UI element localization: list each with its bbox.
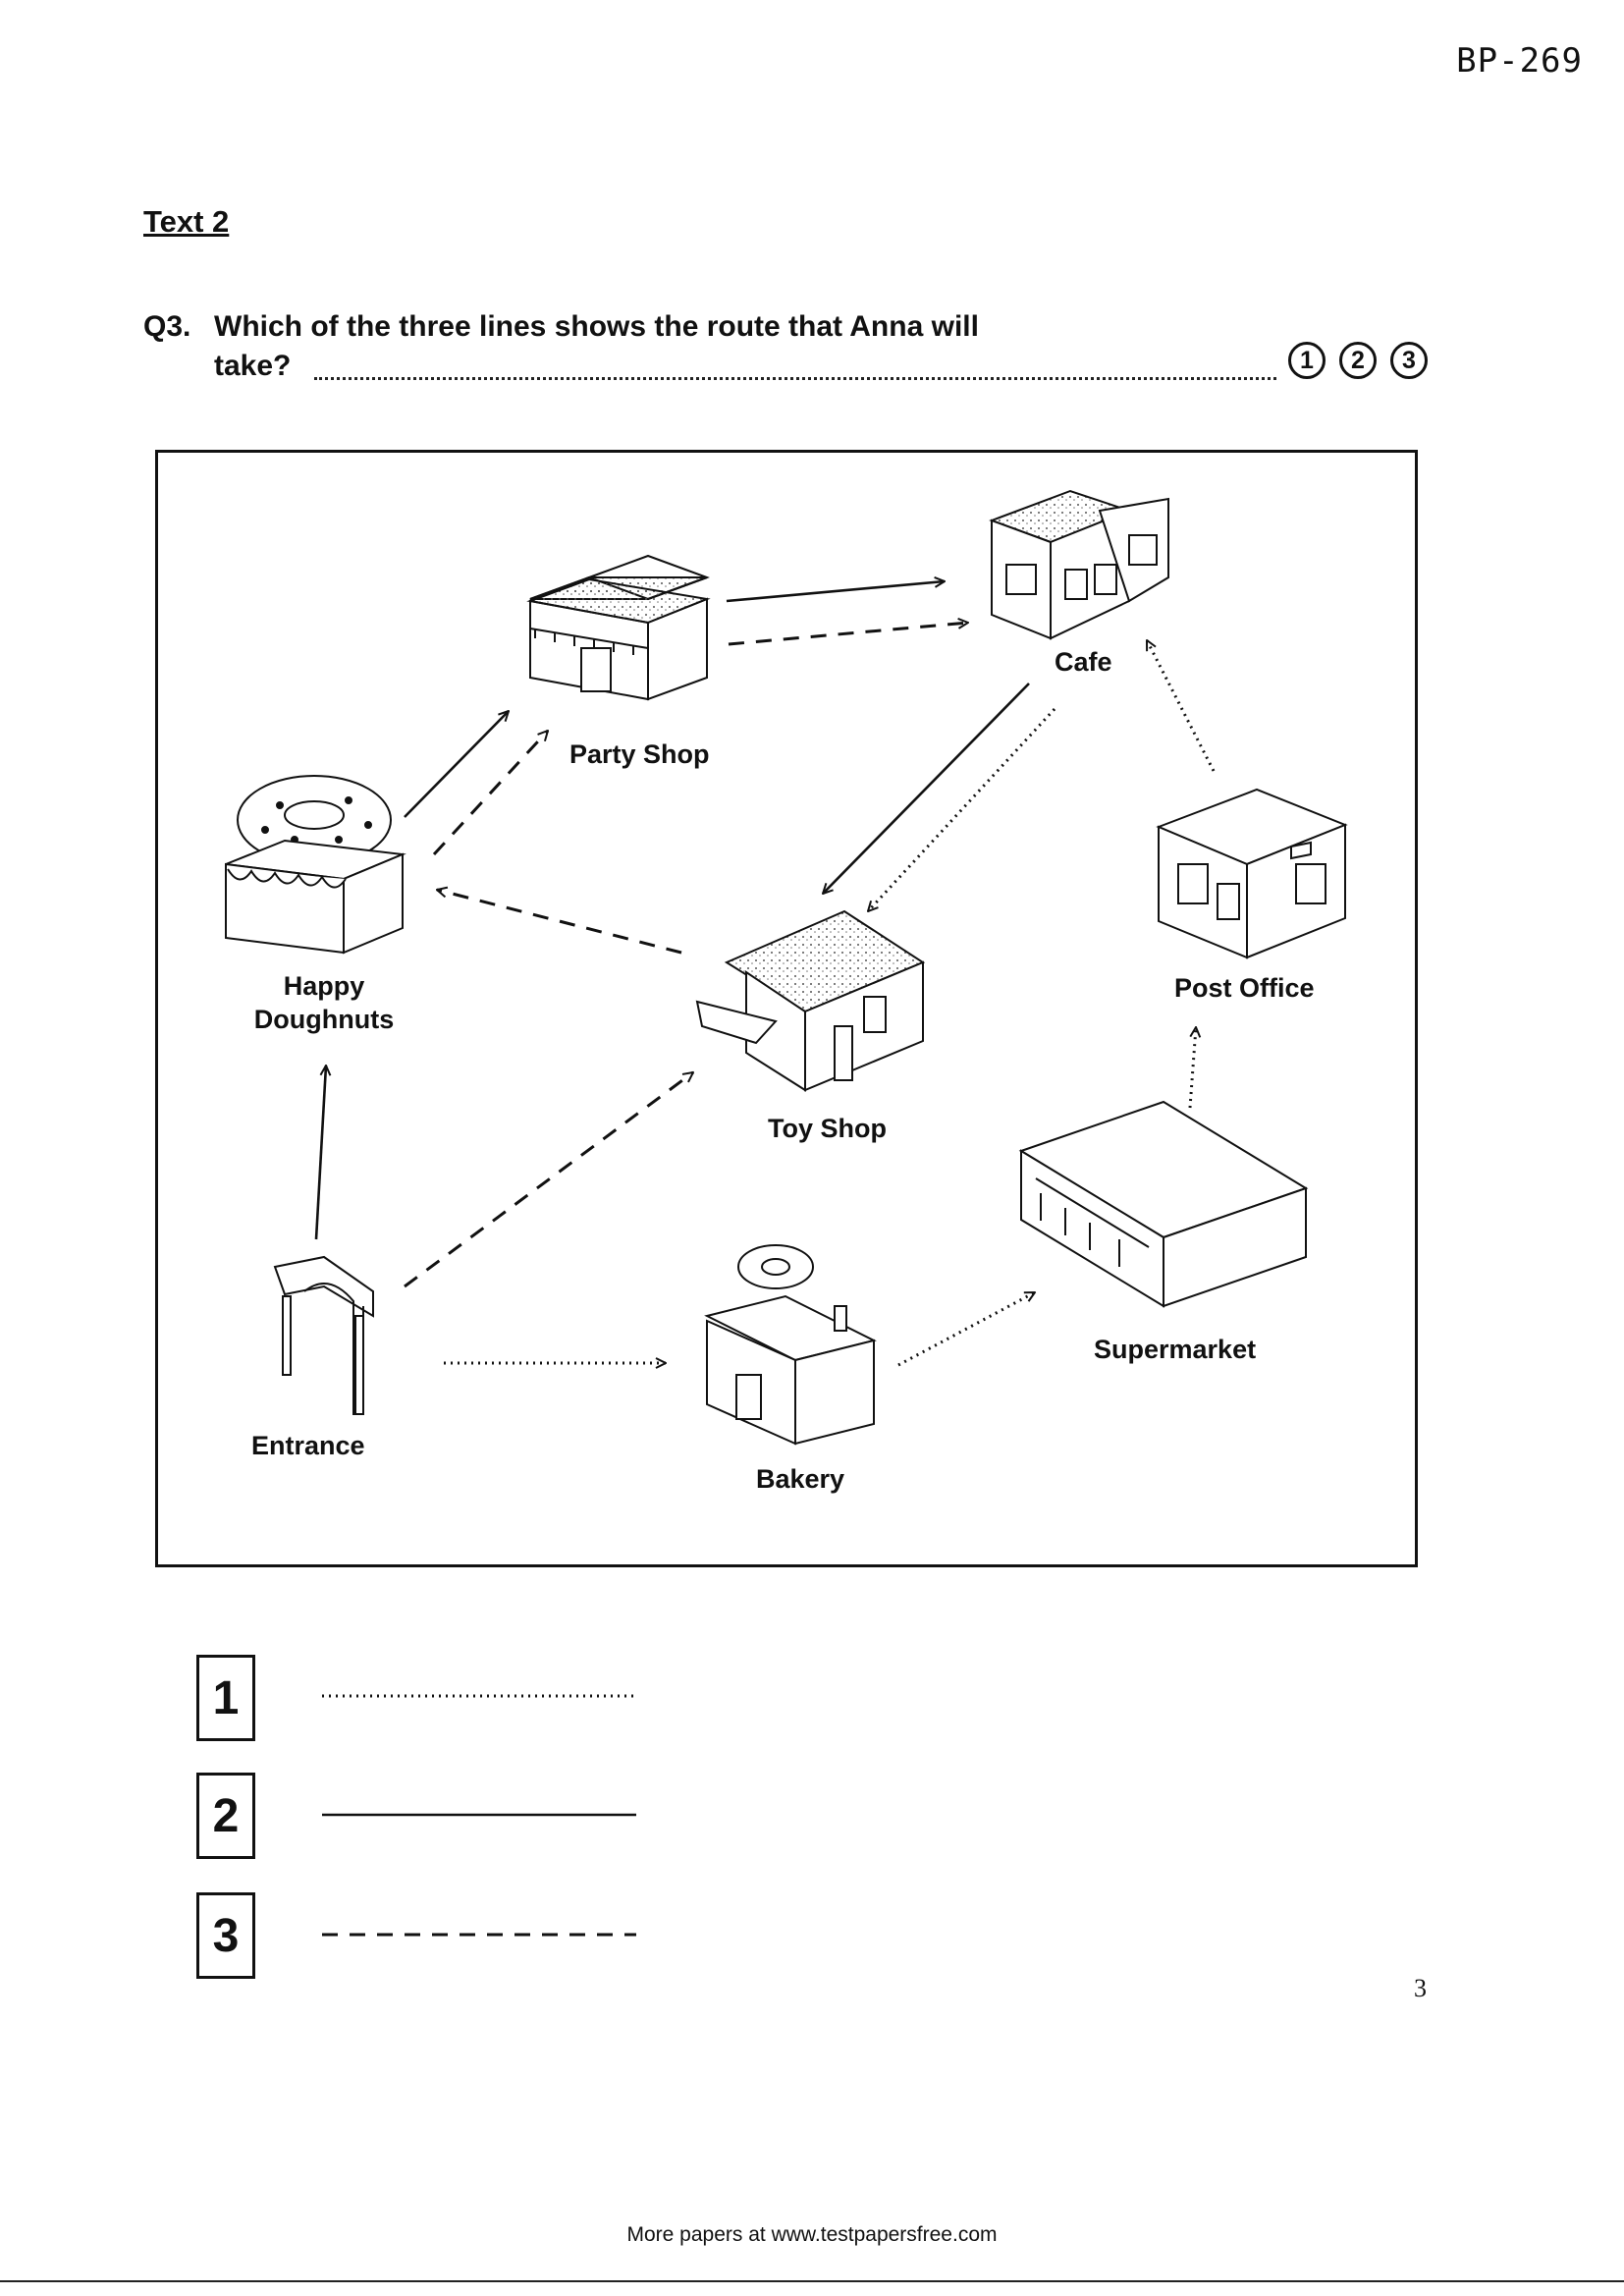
question-number: Q3. (143, 310, 191, 343)
answer-leader-dots (314, 377, 1276, 380)
route-map-frame (155, 450, 1418, 1567)
legend-key-3: 3 (196, 1892, 255, 1979)
label-toy-shop: Toy Shop (768, 1114, 887, 1143)
route-2-dotted-line (444, 640, 1216, 1365)
post-office-building-icon (1156, 788, 1348, 959)
entrance-arch-icon (273, 1255, 374, 1415)
toy-shop-building-icon (695, 909, 926, 1092)
label-party-shop: Party Shop (569, 739, 710, 769)
question-text-line2: take? (214, 350, 292, 382)
page-number: 3 (1414, 1974, 1427, 2002)
happy-doughnuts-building-icon (225, 775, 406, 955)
choice-2-option[interactable]: 2 (1339, 342, 1377, 379)
answer-choices: 1 2 3 (1288, 342, 1428, 379)
question-text-line1: Which of the three lines shows the route… (214, 310, 979, 343)
section-title: Text 2 (143, 204, 230, 239)
supermarket-building-icon (1018, 1100, 1309, 1308)
label-entrance: Entrance (251, 1431, 365, 1460)
label-happy-doughnuts-line1: Happy (283, 971, 365, 1001)
legend-key-2: 2 (196, 1773, 255, 1859)
bottom-rule (0, 2280, 1624, 2282)
footer-text: More papers at www.testpapersfree.com (626, 2223, 998, 2246)
label-bakery: Bakery (756, 1464, 845, 1494)
legend-key-1: 1 (196, 1655, 255, 1741)
label-happy-doughnuts-line2: Doughnuts (253, 1004, 395, 1034)
cafe-building-icon (989, 489, 1169, 640)
choice-1-option[interactable]: 1 (1288, 342, 1326, 379)
route-3-dashed-line (404, 623, 968, 1288)
label-supermarket: Supermarket (1094, 1335, 1257, 1364)
label-post-office: Post Office (1174, 973, 1315, 1003)
party-shop-building-icon (526, 554, 711, 701)
label-happy-doughnuts: Happy Doughnuts (245, 970, 403, 1037)
label-cafe: Cafe (1055, 647, 1112, 677)
route-1-solid-line (314, 581, 1030, 1240)
choice-3-option[interactable]: 3 (1390, 342, 1428, 379)
bakery-building-icon (704, 1244, 877, 1446)
paper-code: BP-269 (1456, 41, 1583, 81)
